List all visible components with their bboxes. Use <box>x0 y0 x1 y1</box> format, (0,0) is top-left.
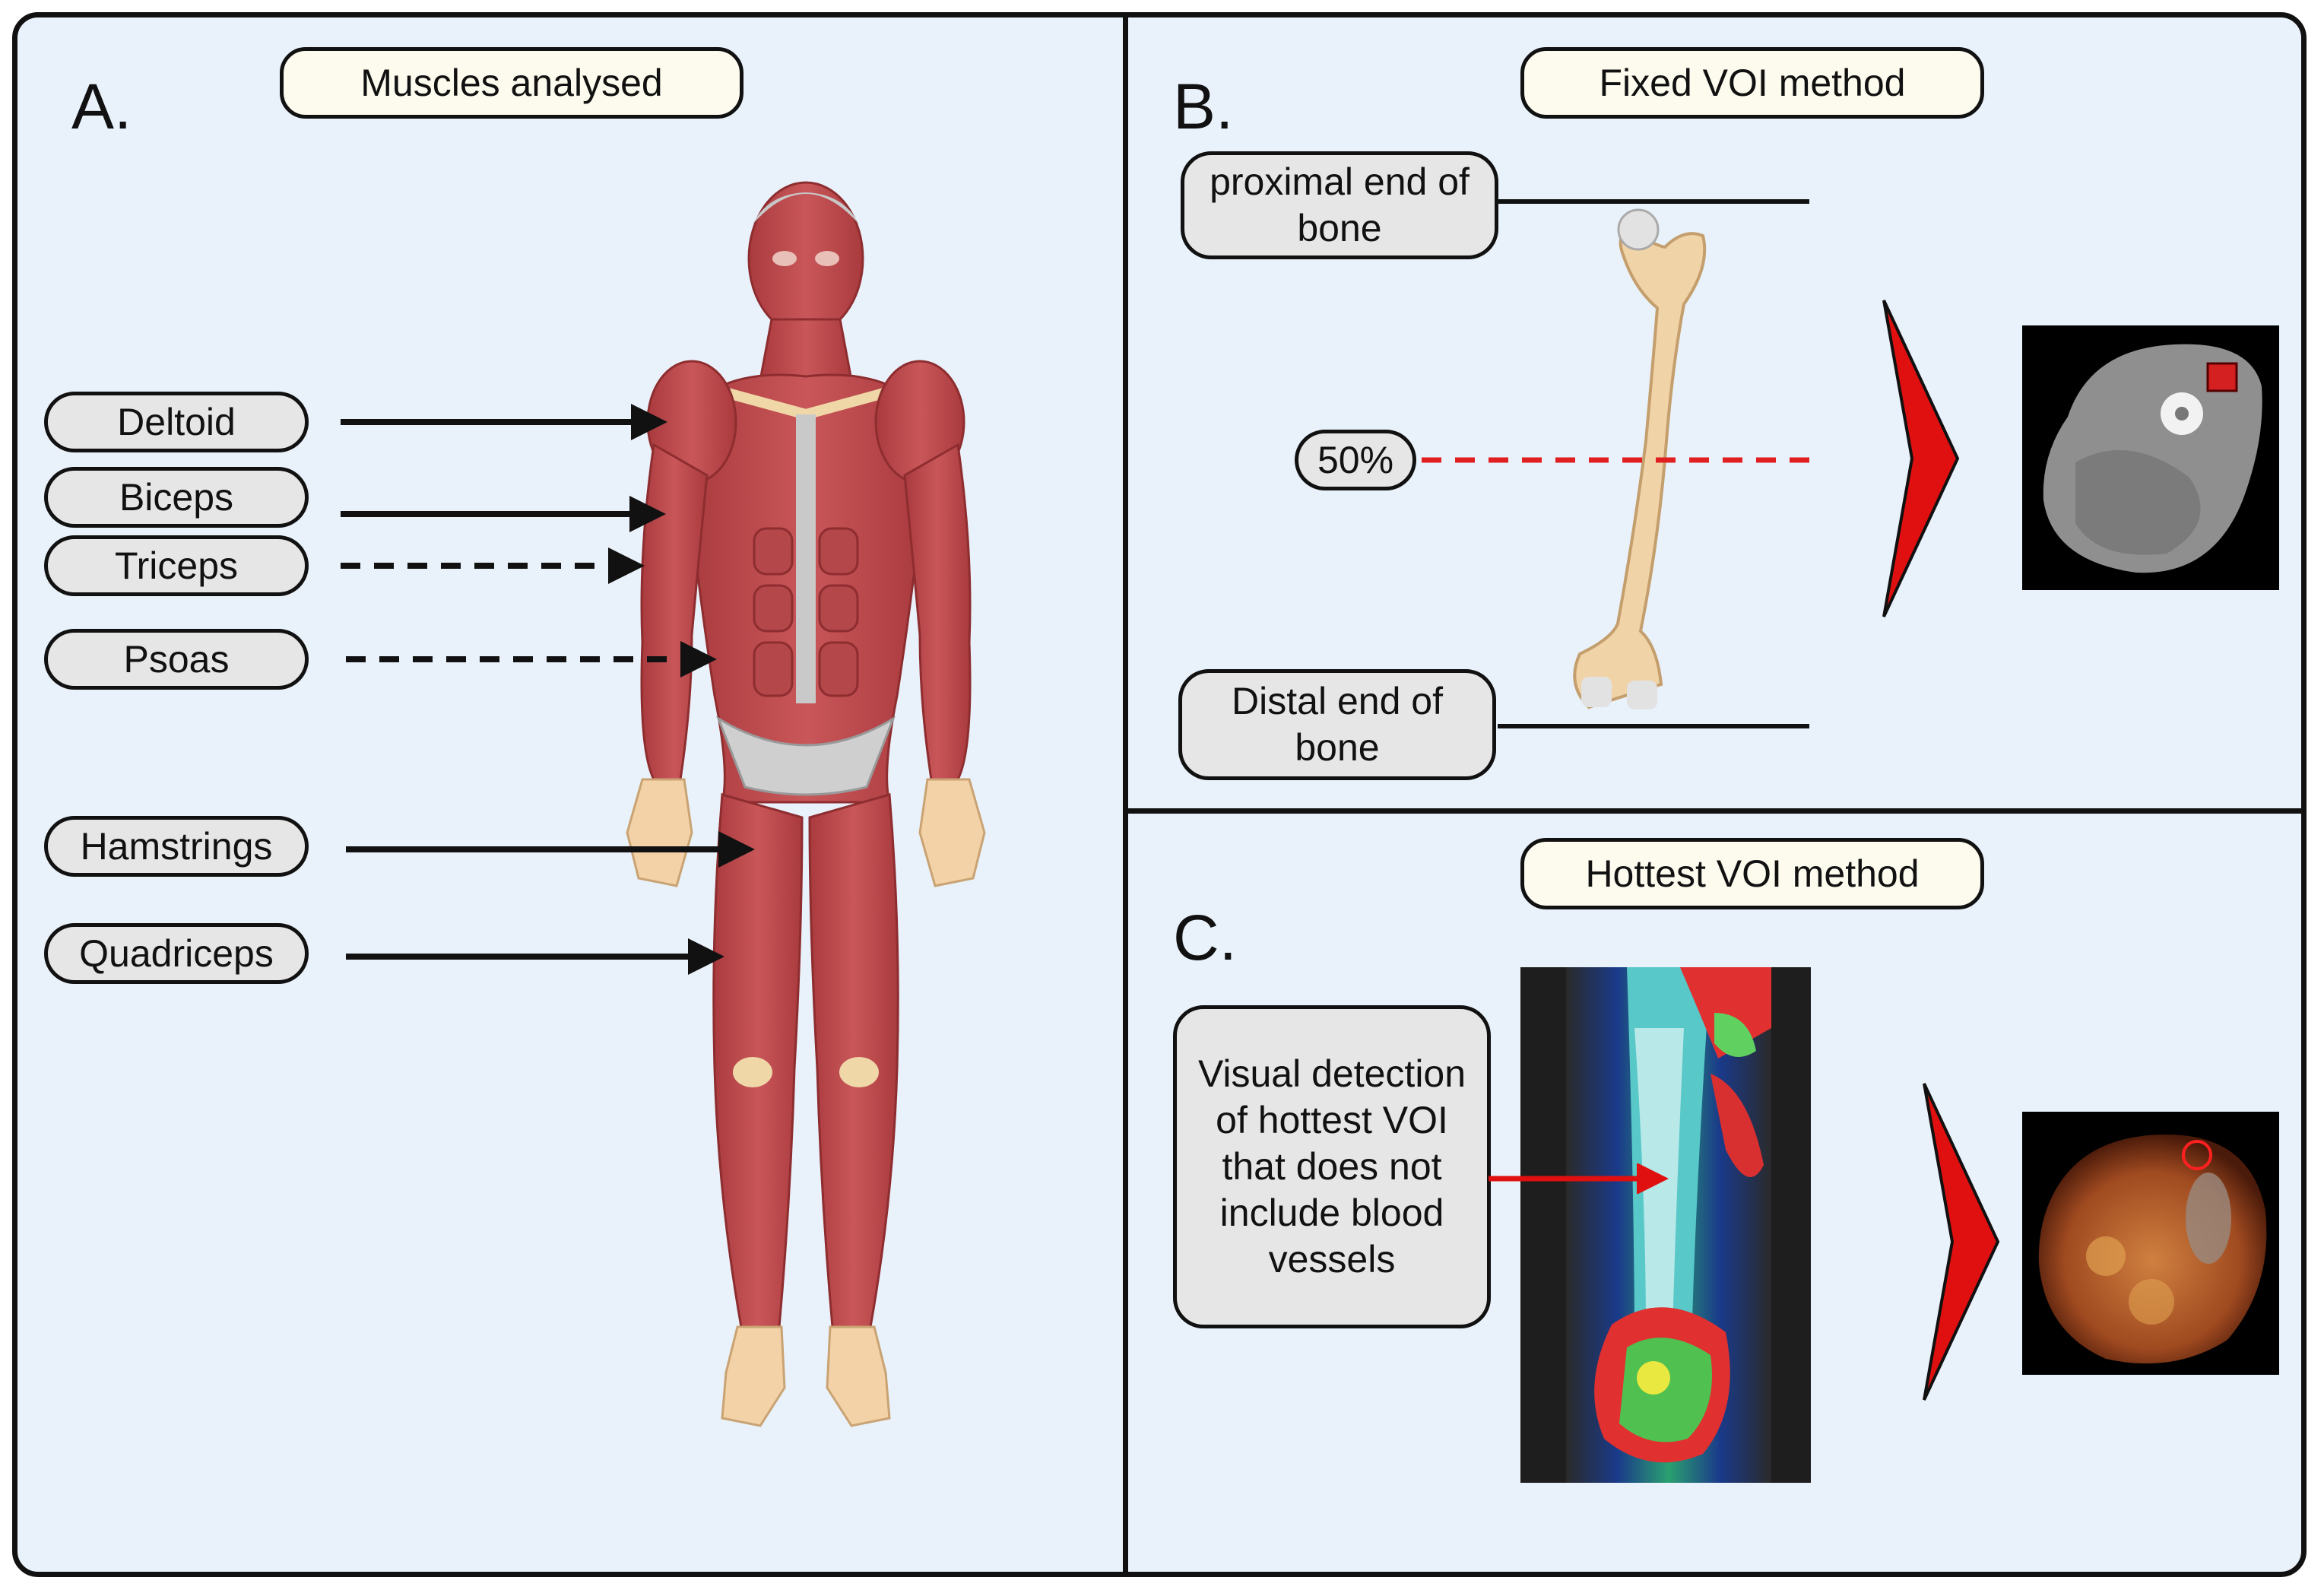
midpoint-label: 50% <box>1295 430 1416 490</box>
panel-a-title: Muscles analysed <box>280 47 743 119</box>
pet-ct-coronal-image <box>1520 967 1811 1483</box>
psoas-label: Psoas <box>44 629 309 690</box>
biceps-label: Biceps <box>44 467 309 528</box>
panel-c-title: Hottest VOI method <box>1520 838 1984 909</box>
panel-b-letter: B. <box>1173 71 1234 142</box>
horizontal-divider <box>1123 808 2307 814</box>
femur-bone-illustration <box>1498 199 1809 728</box>
panel-c-letter: C. <box>1173 902 1237 973</box>
panel-a-letter: A. <box>71 71 132 142</box>
quadriceps-label: Quadriceps <box>44 923 309 984</box>
red-chevron-icon <box>1882 300 1960 617</box>
proximal-end-label: proximal end of bone <box>1181 151 1498 259</box>
vertical-divider <box>1123 12 1128 1577</box>
visual-detection-description: Visual detection of hottest VOI that doe… <box>1173 1005 1491 1328</box>
deltoid-label: Deltoid <box>44 392 309 452</box>
triceps-label: Triceps <box>44 535 309 596</box>
red-chevron-icon-c <box>1923 1083 2000 1401</box>
ct-cross-section-image <box>2022 325 2279 590</box>
distal-end-label: Distal end of bone <box>1178 669 1496 780</box>
hottest-voi-arrow <box>1489 1163 1669 1194</box>
pet-cross-section-image <box>2022 1112 2279 1375</box>
midpoint-line <box>1422 457 1809 463</box>
panel-b-title: Fixed VOI method <box>1520 47 1984 119</box>
hamstrings-label: Hamstrings <box>44 816 309 877</box>
human-muscle-figure <box>626 181 986 1427</box>
